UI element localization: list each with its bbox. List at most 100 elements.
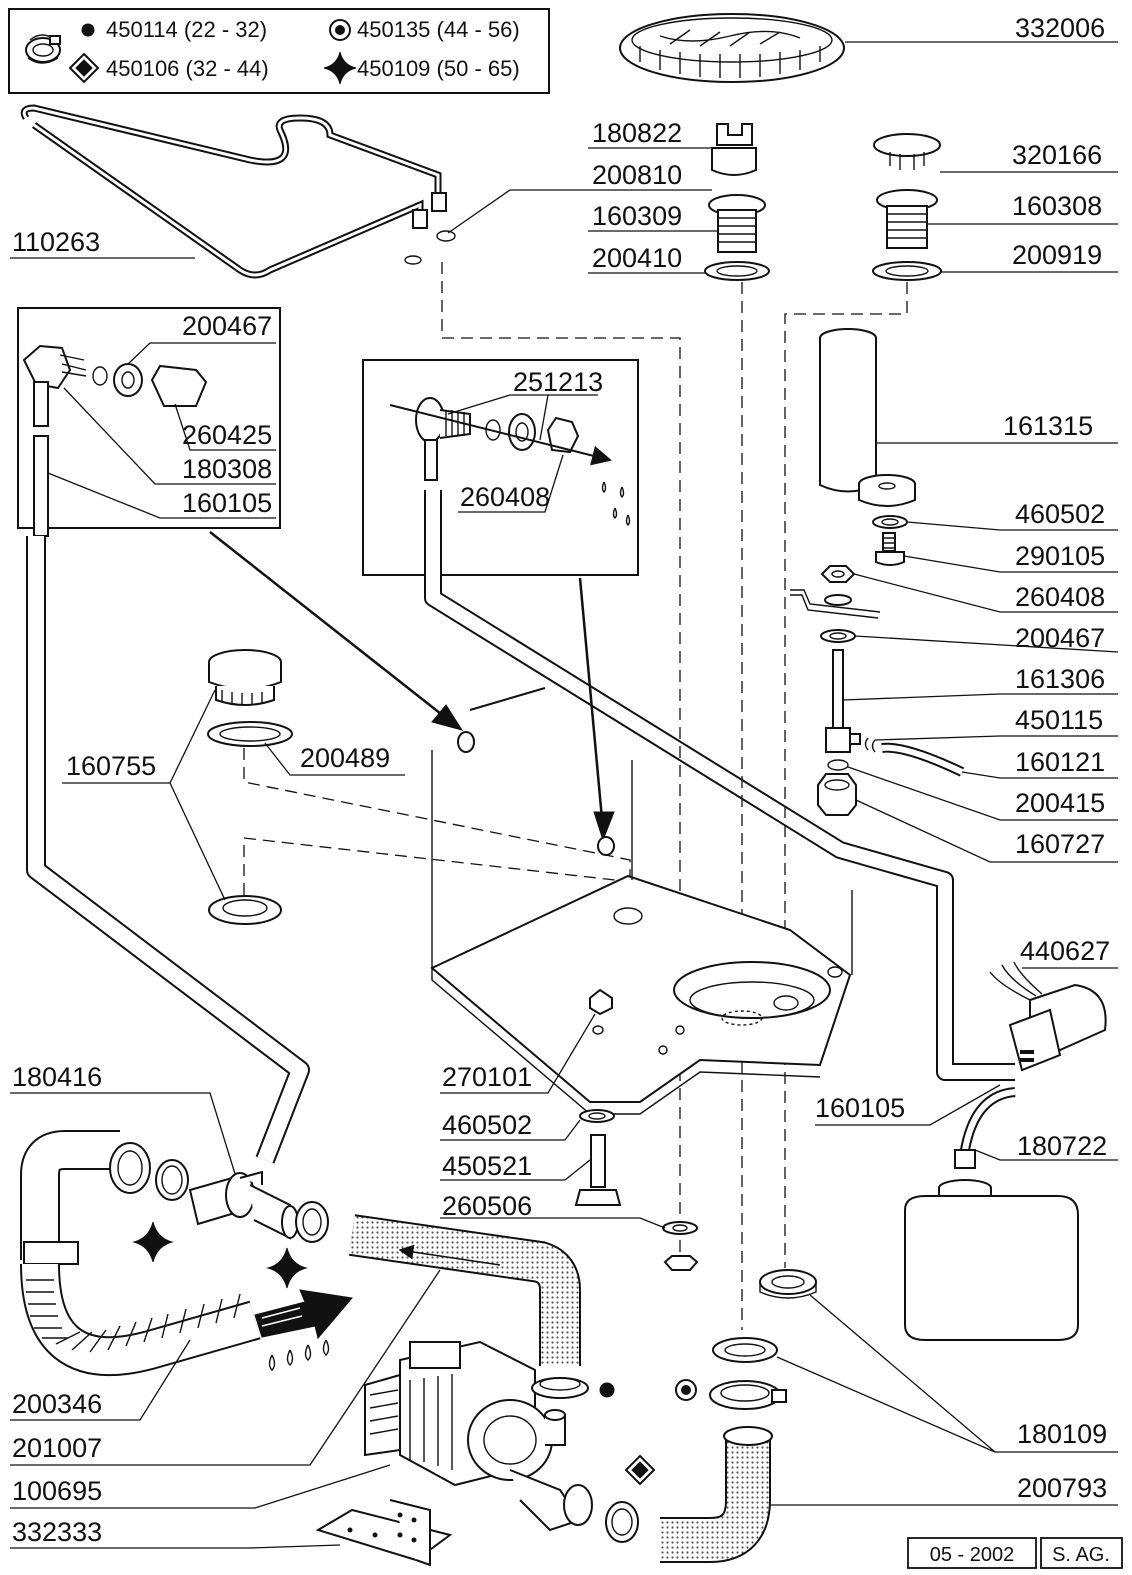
footer-stamp: 05 - 2002 S. AG. bbox=[907, 1537, 1123, 1569]
nozzle-450521 bbox=[574, 1134, 622, 1206]
hose-160121 bbox=[864, 737, 965, 777]
part-label-450115: 450115 bbox=[1015, 705, 1103, 735]
ring-dot-symbol bbox=[329, 19, 351, 41]
hose-clamp-180109 bbox=[709, 1380, 787, 1410]
part-label-180308: 180308 bbox=[182, 454, 272, 484]
part-label-320166: 320166 bbox=[1012, 140, 1102, 170]
part-label-200346: 200346 bbox=[12, 1389, 102, 1419]
part-label-200489: 200489 bbox=[300, 743, 390, 773]
part-label-180416: 180416 bbox=[12, 1062, 102, 1092]
part-label-332006: 332006 bbox=[1015, 13, 1105, 43]
threaded-fitting-160308 bbox=[876, 189, 938, 249]
part-label-460502-right: 460502 bbox=[1015, 499, 1105, 529]
part-label-100695: 100695 bbox=[12, 1476, 102, 1506]
part-label-290105: 290105 bbox=[1015, 541, 1105, 571]
part-label-200467-right: 200467 bbox=[1015, 623, 1105, 653]
part-label-180722: 180722 bbox=[1017, 1131, 1107, 1161]
mounting-bracket-332333 bbox=[315, 1499, 453, 1567]
part-label-440627: 440627 bbox=[1020, 936, 1110, 966]
solenoid-valve-440627 bbox=[989, 961, 1107, 1072]
legend-item-450109: 450109 (50 - 65) bbox=[357, 56, 520, 81]
part-label-260408-right: 260408 bbox=[1015, 582, 1105, 612]
nut-160727 bbox=[817, 773, 857, 816]
threaded-fitting-160309 bbox=[708, 194, 766, 253]
washer-200467-right bbox=[820, 629, 856, 643]
arrow-head-icon bbox=[431, 704, 464, 731]
nut-260506 bbox=[662, 1221, 699, 1271]
star-symbol-left bbox=[132, 1221, 174, 1263]
gasket-200489 bbox=[207, 721, 293, 747]
part-label-110263: 110263 bbox=[12, 227, 100, 257]
part-label-160308: 160308 bbox=[1012, 191, 1102, 221]
part-label-161315: 161315 bbox=[1003, 411, 1093, 441]
part-label-200919: 200919 bbox=[1012, 240, 1102, 270]
connector-180416 bbox=[188, 1170, 299, 1240]
part-label-160755: 160755 bbox=[66, 751, 156, 781]
cap-160755 bbox=[208, 649, 282, 706]
part-label-460502-lower: 460502 bbox=[442, 1110, 532, 1140]
part-label-270101: 270101 bbox=[442, 1062, 532, 1092]
plug-320166 bbox=[873, 133, 941, 170]
legend-item-450114: 450114 (22 - 32) bbox=[106, 17, 267, 42]
arrow-head-icon-2 bbox=[593, 811, 615, 842]
drain-hose-200346 bbox=[20, 1130, 261, 1377]
heating-element-110263 bbox=[20, 104, 456, 279]
part-label-180822: 180822 bbox=[592, 118, 682, 148]
part-label-450521: 450521 bbox=[442, 1151, 532, 1181]
hose-clamp-icon bbox=[25, 34, 61, 64]
hose-clamp-pump-bottom bbox=[605, 1501, 639, 1543]
hose-clamp-right bbox=[295, 1201, 329, 1243]
dot-symbol-pump bbox=[599, 1382, 615, 1398]
star-symbol bbox=[323, 51, 357, 85]
part-label-260408-inset: 260408 bbox=[460, 482, 550, 512]
part-label-180109: 180109 bbox=[1017, 1419, 1107, 1449]
filter-basket-part bbox=[619, 13, 845, 83]
part-label-161306: 161306 bbox=[1015, 664, 1105, 694]
gasket-180109-right bbox=[759, 1269, 817, 1299]
dot-symbol bbox=[81, 23, 95, 37]
part-label-160727: 160727 bbox=[1015, 829, 1105, 859]
mesh-hose-201007 bbox=[349, 1214, 581, 1366]
part-label-260425: 260425 bbox=[182, 420, 272, 450]
part-label-160105-right: 160105 bbox=[815, 1093, 905, 1123]
mesh-hose-200793 bbox=[660, 1426, 773, 1563]
washer-460502 bbox=[872, 515, 908, 529]
star-symbol-right bbox=[266, 1247, 308, 1289]
part-label-200793: 200793 bbox=[1017, 1473, 1107, 1503]
footer-author: S. AG. bbox=[1052, 1544, 1110, 1566]
part-label-260506: 260506 bbox=[442, 1191, 532, 1221]
part-label-251213: 251213 bbox=[513, 367, 603, 397]
footer-date: 05 - 2002 bbox=[930, 1544, 1015, 1566]
diamond-symbol bbox=[68, 52, 100, 84]
screw-290105 bbox=[875, 532, 905, 566]
diamond-symbol-pump bbox=[624, 1454, 656, 1486]
part-label-200810: 200810 bbox=[592, 160, 682, 190]
part-label-200415: 200415 bbox=[1015, 788, 1105, 818]
part-label-200410: 200410 bbox=[592, 243, 682, 273]
tank-body bbox=[430, 687, 853, 1115]
container-tank bbox=[904, 1179, 1079, 1341]
cap-180822 bbox=[711, 123, 757, 176]
washer-200919 bbox=[872, 261, 942, 281]
part-label-160121: 160121 bbox=[1015, 747, 1105, 777]
ring-dot-symbol-pump bbox=[675, 1379, 697, 1401]
tube-161306 bbox=[825, 649, 861, 771]
washer-460502-lower bbox=[579, 1109, 615, 1123]
part-label-332333: 332333 bbox=[12, 1517, 102, 1547]
part-label-160105-inset: 160105 bbox=[182, 488, 272, 518]
legend-item-450106: 450106 (32 - 44) bbox=[106, 56, 269, 81]
hose-clamp-left bbox=[155, 1159, 189, 1201]
part-label-160309: 160309 bbox=[592, 201, 682, 231]
part-label-200467-inset: 200467 bbox=[182, 311, 272, 341]
part-label-201007: 201007 bbox=[12, 1433, 102, 1463]
flange-160755 bbox=[208, 895, 282, 925]
tube-180722 bbox=[954, 1087, 1016, 1169]
washer-200410 bbox=[704, 261, 770, 281]
legend-item-450135: 450135 (44 - 56) bbox=[357, 17, 520, 42]
nut-washer-260408 bbox=[790, 565, 881, 619]
clamp-legend: 450114 (22 - 32) 450135 (44 - 56) 450106… bbox=[8, 8, 550, 94]
air-trap-161315 bbox=[819, 328, 916, 507]
gasket-180109-left bbox=[712, 1337, 778, 1363]
water-flow-icon bbox=[254, 1289, 353, 1371]
